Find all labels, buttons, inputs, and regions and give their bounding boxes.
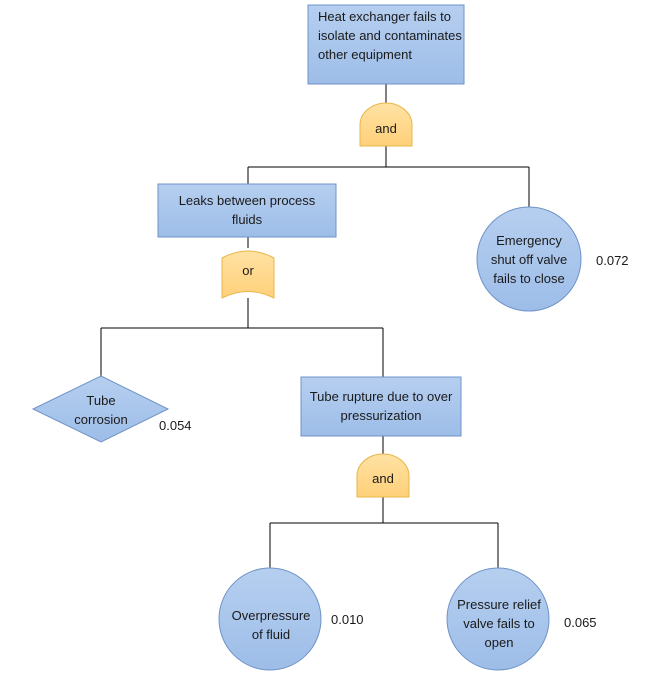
overpressure-probability: 0.010 <box>331 612 364 627</box>
overpressure-basic-event <box>218 567 322 671</box>
gate-top-label: and <box>375 120 397 136</box>
relief-valve-label: Pressure relief valve fails to open <box>457 596 541 650</box>
gate-rupture-label: and <box>372 470 394 486</box>
gate-leaks-label: or <box>242 262 254 278</box>
relief-valve-probability: 0.065 <box>564 615 597 630</box>
tube-corrosion-probability: 0.054 <box>159 418 192 433</box>
tube-corrosion-diamond <box>31 375 170 443</box>
esd-valve-probability: 0.072 <box>596 253 629 268</box>
leaks-event-label: Leaks between process fluids <box>178 193 316 227</box>
top-event-label: Heat exchanger fails to isolate and cont… <box>318 9 462 62</box>
esd-valve-basic-event <box>476 206 582 312</box>
or-gate-leaks <box>221 250 275 299</box>
tube-rupture-event-label: Tube rupture due to over pressurization <box>309 389 453 423</box>
and-gate-top <box>359 102 413 147</box>
overpressure-label: Overpressure of fluid <box>231 608 311 642</box>
leaks-event-box <box>157 183 337 238</box>
tube-rupture-event-box <box>300 376 462 437</box>
top-event-box <box>307 4 465 85</box>
esd-valve-label: Emergency shut off valve fails to close <box>490 232 568 286</box>
and-gate-rupture <box>356 453 410 498</box>
relief-valve-basic-event <box>446 567 550 671</box>
tube-corrosion-label: Tube corrosion <box>74 393 128 427</box>
connector-lines <box>100 84 530 568</box>
